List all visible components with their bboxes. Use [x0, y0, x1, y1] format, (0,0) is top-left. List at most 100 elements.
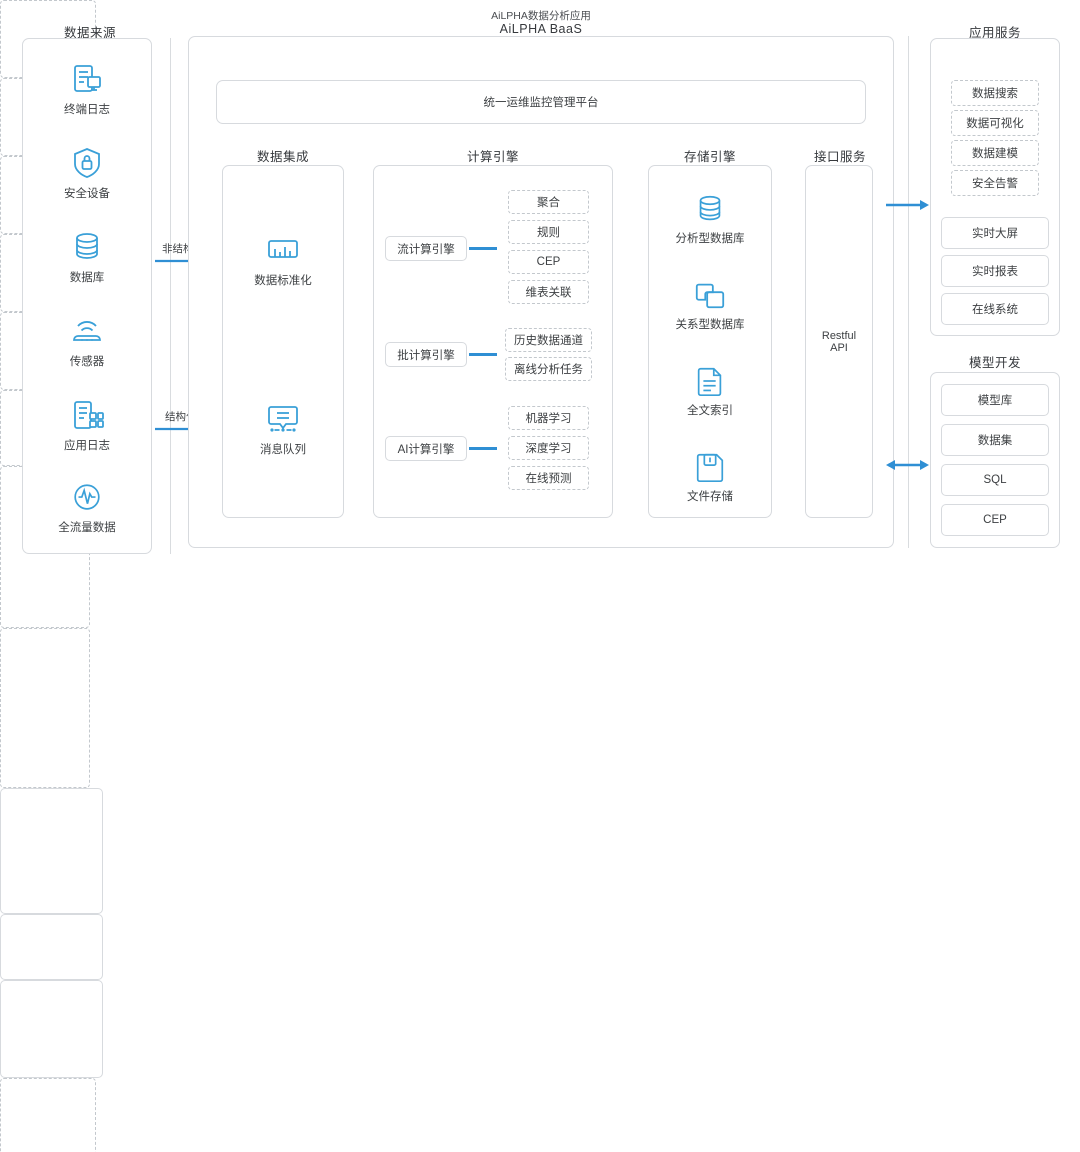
data-source-item-label: 应用日志: [64, 440, 110, 452]
data-source-item-label: 全流量数据: [58, 522, 116, 534]
compute-engine-badge-ai[interactable]: AI计算引擎: [385, 436, 467, 461]
app-service-group-title: AiLPHA数据分析应用: [491, 10, 591, 22]
data-source-item-label: 终端日志: [64, 104, 110, 116]
data-integration-cell-frame: [0, 628, 90, 788]
data-source-item-app-log[interactable]: 应用日志: [39, 386, 135, 464]
interface-service-panel: Restful API: [805, 165, 873, 518]
compute-engine-badge-stream[interactable]: 流计算引擎: [385, 236, 467, 261]
compute-engine-item-label: 在线预测: [525, 473, 572, 485]
app-log-icon: [74, 401, 104, 429]
model-dev-item-label: 模型库: [977, 395, 1013, 407]
compute-engine-item-aggregation[interactable]: 聚合: [508, 190, 589, 214]
compute-engine-item-label: 离线分析任务: [514, 364, 583, 376]
compute-engine-group-ai: [0, 980, 103, 1078]
message-queue-icon: [268, 406, 298, 432]
compute-engine-group-batch: [0, 914, 103, 980]
data-source-item-security-device[interactable]: 安全设备: [39, 134, 135, 212]
database-icon: [76, 233, 98, 259]
storage-engine-item-file-storage[interactable]: 文件存储: [662, 436, 758, 518]
app-service-item-label: 数据建模: [972, 148, 1018, 160]
compute-engine-item-label: 机器学习: [525, 413, 572, 425]
data-source-item-label: 安全设备: [64, 188, 110, 200]
waveform-icon: [74, 484, 100, 510]
compute-engine-item-label: 规则: [537, 227, 560, 239]
compute-engine-item-offline-task[interactable]: 离线分析任务: [505, 357, 592, 381]
compute-engine-badge-label: 批计算引擎: [397, 349, 455, 362]
app-service-item-realtime-report[interactable]: 实时报表: [941, 255, 1049, 287]
storage-engine-item-fulltext-index[interactable]: 全文索引: [662, 350, 758, 432]
compute-engine-title: 计算引擎: [466, 150, 519, 164]
storage-engine-item-label: 全文索引: [687, 405, 733, 417]
storage-engine-item-relational-db[interactable]: 关系型数据库: [662, 264, 758, 346]
unified-ops-platform-banner: 统一运维监控管理平台: [216, 80, 866, 124]
app-service-item-online-system[interactable]: 在线系统: [941, 293, 1049, 325]
data-source-item-label: 数据库: [69, 272, 105, 284]
column-divider: [170, 38, 171, 554]
unified-ops-platform-label: 统一运维监控管理平台: [483, 97, 599, 109]
app-service-item-label: 实时报表: [972, 266, 1018, 278]
app-service-item-data-search[interactable]: 数据搜索: [951, 80, 1039, 106]
data-source-item-sensor[interactable]: 传感器: [39, 302, 135, 380]
data-source-item-terminal-log[interactable]: 终端日志: [39, 50, 135, 128]
compute-engine-item-label: CEP: [536, 256, 561, 268]
data-integration-item-message-queue[interactable]: 消息队列: [238, 348, 328, 508]
compute-engine-badge-label: AI计算引擎: [397, 443, 455, 456]
storage-engine-item-analytical-db[interactable]: 分析型数据库: [662, 178, 758, 260]
page-title: AiLPHA BaaS: [499, 22, 583, 36]
column-divider: [908, 36, 909, 548]
app-service-item-realtime-dashboard[interactable]: 实时大屏: [941, 217, 1049, 249]
app-service-title: 应用服务: [968, 26, 1021, 40]
storage-engine-item-label: 关系型数据库: [675, 319, 745, 331]
app-service-item-label: 实时大屏: [972, 228, 1018, 240]
data-source-item-full-traffic[interactable]: 全流量数据: [39, 470, 135, 546]
model-dev-item-cep[interactable]: CEP: [941, 504, 1049, 536]
terminal-log-icon: [74, 65, 101, 92]
compute-engine-item-machine-learning[interactable]: 机器学习: [508, 406, 589, 430]
data-integration-item-label: 数据标准化: [254, 275, 312, 287]
app-service-item-label: 数据搜索: [972, 88, 1018, 100]
app-service-item-security-alert[interactable]: 安全告警: [951, 170, 1039, 196]
compute-engine-group-stream: [0, 788, 103, 914]
data-integration-item-label: 消息队列: [260, 444, 306, 456]
flow-arrow-to-app-service: [886, 200, 929, 210]
model-dev-item-label: 数据集: [977, 435, 1013, 447]
floppy-disk-icon: [696, 453, 724, 483]
compute-engine-item-label: 维表关联: [525, 287, 572, 299]
data-source-panel: [22, 38, 152, 554]
relational-db-icon: [695, 283, 725, 309]
interface-service-label-line1: Restful: [821, 329, 857, 342]
storage-engine-title: 存储引擎: [683, 150, 736, 164]
app-service-item-label: 数据可视化: [966, 118, 1024, 130]
compute-engine-item-rule[interactable]: 规则: [508, 220, 589, 244]
compute-engine-item-history-channel[interactable]: 历史数据通道: [505, 328, 592, 352]
app-service-item-data-modeling[interactable]: 数据建模: [951, 140, 1039, 166]
compute-engine-badge-label: 流计算引擎: [397, 243, 455, 256]
data-source-item-database[interactable]: 数据库: [39, 218, 135, 296]
storage-engine-cell-frame: [0, 1078, 96, 1152]
model-dev-item-label: CEP: [983, 514, 1007, 526]
compute-engine-item-dim-join[interactable]: 维表关联: [508, 280, 589, 304]
compute-engine-item-online-prediction[interactable]: 在线预测: [508, 466, 589, 490]
flow-arrow-bidirectional-model-dev: [886, 460, 929, 470]
model-dev-item-sql[interactable]: SQL: [941, 464, 1049, 496]
data-integration-panel: [222, 165, 344, 518]
compute-engine-item-cep[interactable]: CEP: [508, 250, 589, 274]
interface-service-title: 接口服务: [813, 150, 866, 164]
database-icon: [699, 195, 721, 221]
app-service-item-label: 在线系统: [972, 304, 1018, 316]
compute-engine-item-label: 聚合: [537, 197, 560, 209]
compute-engine-item-deep-learning[interactable]: 深度学习: [508, 436, 589, 460]
storage-engine-item-label: 分析型数据库: [675, 233, 745, 245]
data-integration-item-standardize[interactable]: 数据标准化: [238, 178, 328, 340]
model-dev-item-dataset[interactable]: 数据集: [941, 424, 1049, 456]
compute-engine-connector: [469, 353, 497, 356]
compute-engine-badge-batch[interactable]: 批计算引擎: [385, 342, 467, 367]
app-service-item-data-visualization[interactable]: 数据可视化: [951, 110, 1039, 136]
model-dev-item-label: SQL: [983, 474, 1007, 486]
app-service-item-label: 安全告警: [972, 178, 1018, 190]
data-integration-title: 数据集成: [256, 150, 309, 164]
sensor-icon: [73, 321, 101, 341]
model-dev-item-model-library[interactable]: 模型库: [941, 384, 1049, 416]
compute-engine-item-label: 历史数据通道: [514, 335, 583, 347]
